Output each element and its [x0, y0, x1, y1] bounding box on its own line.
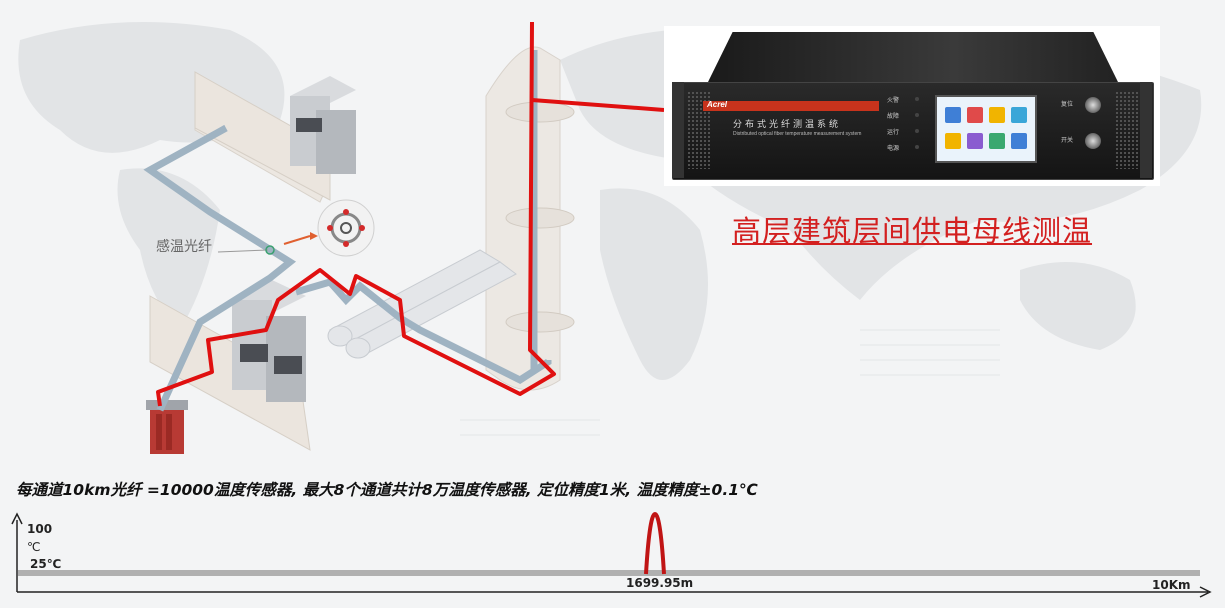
screen-app-icon[interactable]: [989, 107, 1005, 123]
temperature-profile: 100 ℃ 25℃ 1699.95m 10Km: [0, 500, 1225, 608]
indicator-led-fire: [915, 97, 919, 101]
baseline-label: 25℃: [30, 557, 62, 571]
device-brand: Acrel: [707, 100, 728, 109]
power-switch-label: 开关: [1061, 138, 1074, 144]
rack-ear-right: [1140, 82, 1152, 178]
power-switch[interactable]: [1085, 133, 1101, 149]
switchgear-lower: [232, 280, 306, 402]
y-unit-label: ℃: [27, 540, 41, 554]
fiber-leader-line: [531, 98, 665, 112]
screen-app-icon[interactable]: [945, 107, 961, 123]
screen-app-icon[interactable]: [989, 133, 1005, 149]
indicator-label-fault: 故障: [887, 114, 900, 120]
rack-ear-left: [672, 82, 684, 178]
caption-title: 高层建筑层间供电母线测温: [732, 214, 1093, 248]
transformer: [146, 400, 188, 454]
device-title-en: Distributed optical fiber temperature me…: [733, 131, 862, 137]
y-max-label: 100: [27, 522, 53, 536]
brand-bar: [703, 101, 879, 111]
indicator-led-run: [915, 129, 919, 133]
indicator-led-power: [915, 145, 919, 149]
indicator-label-power: 电源: [887, 146, 900, 152]
chassis-top: [708, 32, 1118, 82]
y-axis-arrow: [11, 512, 23, 525]
fiber-path: [156, 21, 556, 407]
x-end-label: 10Km: [1152, 578, 1191, 592]
vent-mesh-right: [1115, 91, 1139, 169]
busway: [143, 124, 297, 412]
screen-app-icon[interactable]: [945, 133, 961, 149]
fiber-label: 感温光纤: [156, 239, 212, 255]
screen-app-icon[interactable]: [967, 133, 983, 149]
pipes: [327, 249, 517, 359]
reset-label: 复位: [1061, 102, 1074, 108]
x-axis-arrow: [1199, 586, 1212, 598]
fiber-cross-section: [317, 199, 375, 257]
temperature-peak: [644, 511, 666, 575]
screen-app-icon[interactable]: [1011, 107, 1027, 123]
baseline-band: [18, 570, 1200, 576]
indicator-label-run: 运行: [887, 130, 900, 136]
screen-app-icon[interactable]: [967, 107, 983, 123]
indicator-led-fault: [915, 113, 919, 117]
device-front-panel: Acrel 分布式光纤测温系统 Distributed optical fibe…: [672, 82, 1154, 180]
spec-text: 每通道10km光纤 =10000温度传感器, 最大8个通道共计8万温度传感器, …: [16, 481, 758, 499]
peak-position-label: 1699.95m: [626, 576, 694, 590]
reset-button[interactable]: [1085, 97, 1101, 113]
touch-screen[interactable]: [935, 95, 1037, 163]
screen-app-icon[interactable]: [1011, 133, 1027, 149]
switchgear-upper: [290, 76, 356, 174]
monitoring-device: Acrel 分布式光纤测温系统 Distributed optical fibe…: [664, 26, 1160, 186]
indicator-label-fire: 火警: [887, 98, 900, 104]
device-title-cn: 分布式光纤测温系统: [733, 119, 842, 129]
